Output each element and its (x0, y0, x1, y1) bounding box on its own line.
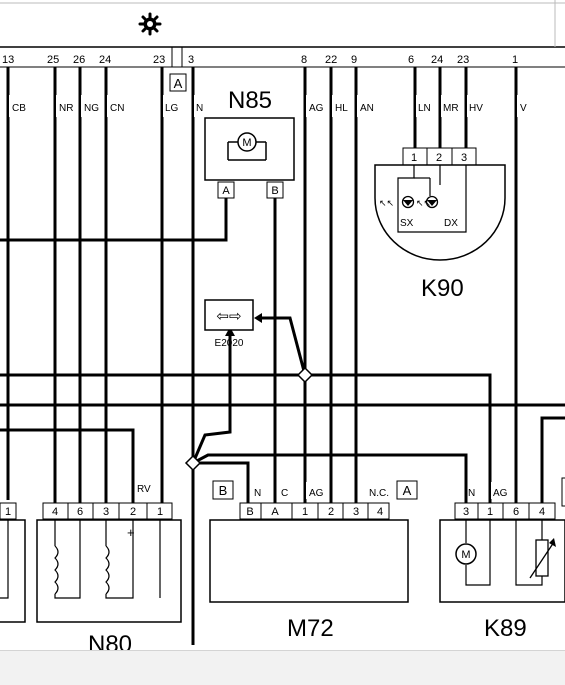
junction-node (184, 454, 202, 472)
potentiometer-icon (535, 539, 549, 577)
top-pin-3: 24 (99, 54, 111, 66)
n85-pin: A (222, 185, 230, 197)
n85-motor: N85 M A B (204, 87, 295, 199)
motor-icon (237, 132, 257, 152)
top-pin-12: 1 (512, 54, 518, 66)
left-component-pin: 1 (5, 506, 11, 518)
m72-pin: B (246, 506, 253, 518)
m72-box-label: A (403, 483, 412, 498)
m72-pin: 3 (353, 506, 359, 518)
k89-pin: 3 (463, 506, 469, 518)
wire-label: AN (360, 103, 374, 114)
n80-pin: 6 (77, 506, 83, 518)
n85-label: N85 (228, 87, 272, 114)
n85-pin: B (271, 185, 278, 197)
n80-pin: 4 (52, 506, 58, 518)
wire-label: AG (309, 488, 324, 499)
k89-label: K89 (484, 615, 527, 642)
wire-label: N (254, 488, 261, 499)
wire-label: HV (469, 103, 483, 114)
wire-labels: CB NR NG CN LG N AG HL AN LN MR HV V RV … (9, 95, 531, 499)
wire-label: LG (165, 103, 179, 114)
m72-label: M72 (287, 615, 334, 642)
wire-label: N (468, 488, 475, 499)
k90-pin: 1 (411, 152, 417, 164)
svg-text:↖↖: ↖↖ (416, 198, 431, 208)
n80-pin: 1 (157, 506, 163, 518)
e2020-symbol: ⇦⇨ (216, 308, 241, 325)
left-component: 1 (0, 502, 26, 623)
k90-lamp-label: SX (400, 218, 414, 229)
k89-motor-symbol: M (461, 549, 470, 561)
m72-pin: 4 (377, 506, 383, 518)
motor-icon (455, 543, 477, 565)
header-bar (0, 0, 565, 48)
top-pin-7: 22 (325, 54, 337, 66)
top-pin-6: 8 (301, 54, 307, 66)
wire-label: HL (335, 103, 348, 114)
wire-label: N (196, 103, 203, 114)
k89-pin: 4 (539, 506, 545, 518)
wire-label-rv: RV (137, 484, 151, 495)
m72-pin: 1 (302, 506, 308, 518)
top-pin-9: 6 (408, 54, 414, 66)
n80-pin: 2 (130, 506, 136, 518)
k90-pin: 2 (436, 152, 442, 164)
k90-lamp-unit: 1 2 3 ↖↖ ↖↖ SX DX K90 (374, 147, 506, 302)
top-pin-0: 13 (2, 54, 14, 66)
k89-pin: 6 (513, 506, 519, 518)
k89-pin: 1 (487, 506, 493, 518)
wire-label: AG (309, 103, 324, 114)
wire-label: LN (418, 103, 431, 114)
n80-plus: + (127, 525, 135, 540)
top-pin-8: 9 (351, 54, 357, 66)
e2020-label: E2020 (215, 338, 244, 349)
k90-pin: 3 (461, 152, 467, 164)
bottom-bar (0, 650, 565, 685)
top-connector-box-label: A (174, 76, 183, 91)
lamp-icon (425, 195, 439, 209)
m72-pin: 2 (328, 506, 334, 518)
top-pin-10: 24 (431, 54, 443, 66)
top-pin-1: 25 (47, 54, 59, 66)
junction-node (296, 366, 314, 384)
n85-motor-symbol: M (242, 137, 251, 149)
top-pin-5: 3 (188, 54, 194, 66)
m72-unit: B A B A 1 2 3 4 M72 (209, 480, 418, 642)
wire-label: NG (84, 103, 99, 114)
wires (0, 67, 565, 645)
svg-text:↖↖: ↖↖ (379, 198, 394, 208)
wire-label: N.C. (369, 488, 389, 499)
top-pin-4: 23 (153, 54, 165, 66)
m72-box-label: B (219, 483, 228, 498)
k89-unit: 3 1 6 4 M K89 (439, 502, 565, 642)
lamp-icon (401, 195, 415, 209)
k90-lamp-label: DX (444, 218, 458, 229)
wire-label: C (281, 488, 288, 499)
n80-pin: 3 (103, 506, 109, 518)
top-pin-2: 26 (73, 54, 85, 66)
wire-label: NR (59, 103, 73, 114)
e2020-switch: ⇦⇨ E2020 (204, 299, 254, 349)
k90-label: K90 (421, 275, 464, 302)
wire-label: CN (110, 103, 124, 114)
n80-unit: 4 6 3 2 1 + N80 (36, 502, 182, 658)
gear-icon (138, 12, 162, 36)
wire-label: MR (443, 103, 459, 114)
wire-label: CB (12, 103, 26, 114)
top-connector: 13 25 26 24 23 3 8 22 9 6 24 23 1 A (0, 47, 565, 92)
top-pin-11: 23 (457, 54, 469, 66)
wire-label: AG (493, 488, 508, 499)
wire-label: V (520, 103, 527, 114)
m72-pin: A (271, 506, 279, 518)
